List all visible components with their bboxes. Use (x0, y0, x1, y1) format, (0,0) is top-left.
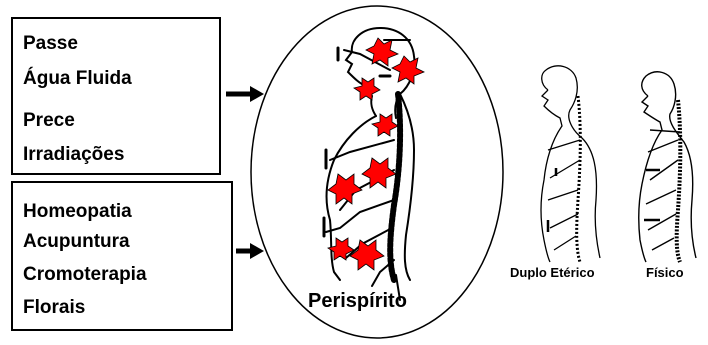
perispirito-label: Perispírito (308, 290, 407, 313)
arrow-top (226, 86, 264, 102)
arrow-bottom (236, 243, 264, 259)
energy-spot (350, 240, 384, 270)
energy-spot (328, 174, 362, 204)
energy-spot (366, 38, 398, 66)
duplo-eterico-label: Duplo Etérico (510, 265, 595, 280)
duplo-eterico-figure (541, 66, 600, 262)
energy-spot (372, 114, 398, 136)
fisico-label: Físico (646, 265, 684, 280)
fisico-figure (639, 72, 696, 262)
energy-spot (392, 56, 424, 84)
